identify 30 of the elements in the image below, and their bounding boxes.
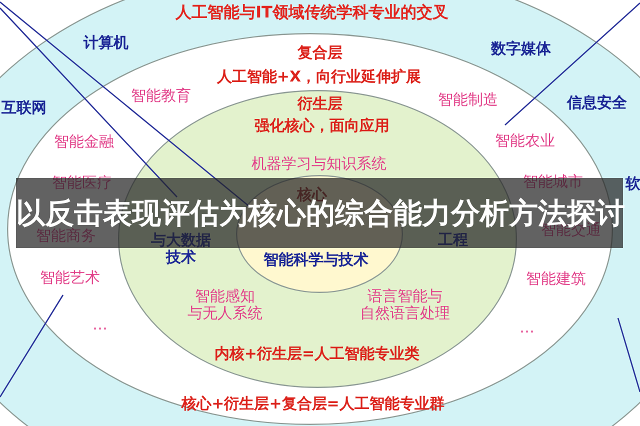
ellipsis-text: … [520, 320, 534, 336]
band-heading: 人工智能与IT领域传统学科专业的交叉 [176, 4, 448, 20]
topic-label: 工程 [438, 232, 468, 248]
application-label: 智能教育 [131, 88, 191, 104]
layer-title: 衍生层 [298, 96, 342, 112]
application-label: 智能农业 [495, 132, 555, 150]
topic-label: 智能感知与无人系统 [188, 288, 262, 322]
layer-title: 复合层 [298, 44, 342, 62]
application-label: 智能建筑 [526, 270, 586, 288]
application-label: 智能医疗 [52, 174, 112, 192]
leader-line [0, 294, 64, 398]
layer-formula: 内核+衍生层=人工智能专业类 [214, 346, 420, 362]
leader-line [617, 318, 640, 392]
leader-line [504, 2, 640, 126]
ellipsis-text: … [92, 316, 108, 334]
discipline-label: 互联网 [2, 100, 46, 116]
application-label: 智能金融 [54, 134, 114, 150]
application-label: 智能制造 [438, 92, 498, 108]
application-label: 智能城市 [523, 174, 583, 190]
discipline-label: 计算机 [84, 34, 128, 52]
layer-subtitle: 强化核心，面向应用 [254, 118, 390, 134]
application-label: 智能艺术 [40, 270, 100, 286]
topic-label: 与大数据技术 [151, 232, 211, 266]
layer-formula: 核心+衍生层+复合层=人工智能专业群 [182, 396, 444, 412]
layer-subtitle: 人工智能+X，向行业延伸扩展 [216, 68, 422, 86]
topic-label: 机器学习与知识系统 [252, 156, 386, 172]
topic-label: 智能科学与技术 [264, 252, 368, 268]
topic-label: 语言智能与自然语言处理 [360, 288, 450, 322]
discipline-label: 数字媒体 [491, 40, 551, 58]
discipline-label: 信息安全 [567, 94, 627, 112]
